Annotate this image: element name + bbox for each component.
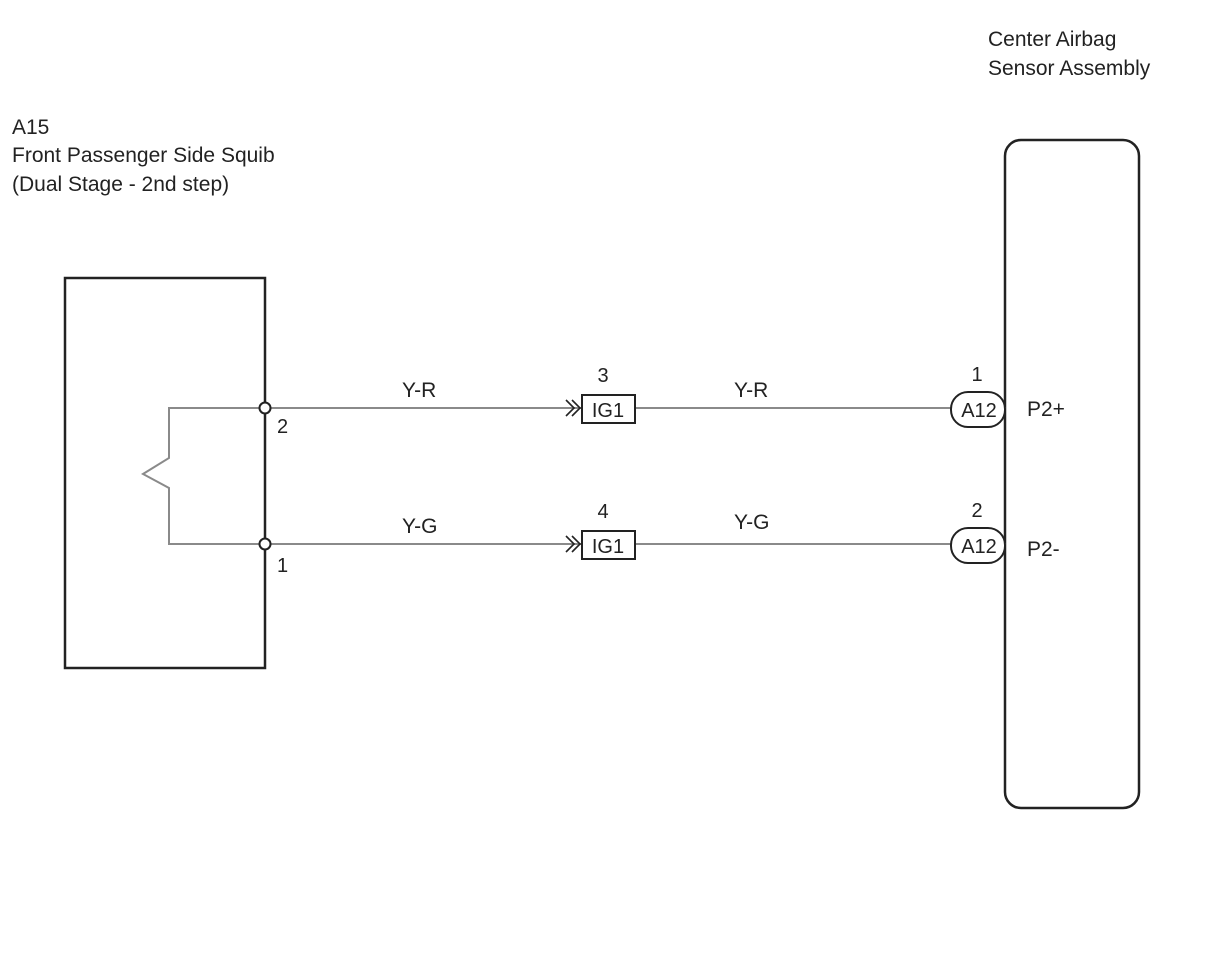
squib-pin-1-label: 1 [277, 555, 288, 577]
junction-1-box [581, 394, 636, 424]
ecu-connector-2-label: A12 [961, 536, 997, 558]
junction-1-chevron-a [565, 399, 576, 417]
squib-pin-2-terminal [258, 401, 272, 415]
junction-2-chevron-a [565, 535, 576, 553]
ecu-pin-1: 1 [971, 364, 982, 386]
wire-1-color-right: Y-R [734, 379, 768, 402]
ecu-connector-2 [950, 527, 1006, 564]
wire-1-color-left: Y-R [402, 379, 436, 402]
sensor-title-line2: Sensor Assembly [988, 57, 1151, 80]
squib-pin-2-label: 2 [277, 416, 288, 438]
junction-2-pin: 4 [597, 501, 608, 523]
junction-1-label: IG1 [592, 400, 624, 422]
wire-2-color-left: Y-G [402, 515, 437, 538]
sensor-box [1003, 138, 1141, 810]
terminal-p2-plus: P2+ [1027, 398, 1065, 421]
junction-1-pin: 3 [597, 365, 608, 387]
junction-1-chevron-b [571, 399, 582, 417]
squib-element [140, 407, 265, 545]
squib-name: Front Passenger Side Squib [12, 144, 275, 167]
junction-2-chevron-b [571, 535, 582, 553]
junction-2-box [581, 530, 636, 560]
wire-2-color-right: Y-G [734, 511, 769, 534]
squib-box [63, 276, 267, 670]
junction-2-label: IG1 [592, 536, 624, 558]
sensor-title-line1: Center Airbag [988, 28, 1116, 51]
squib-pin-1-terminal [258, 537, 272, 551]
ecu-connector-1-label: A12 [961, 400, 997, 422]
squib-code: A15 [12, 116, 49, 139]
ecu-connector-1 [950, 391, 1006, 428]
terminal-p2-minus: P2- [1027, 538, 1060, 561]
ecu-pin-2: 2 [971, 500, 982, 522]
squib-subtitle: (Dual Stage - 2nd step) [12, 173, 229, 196]
